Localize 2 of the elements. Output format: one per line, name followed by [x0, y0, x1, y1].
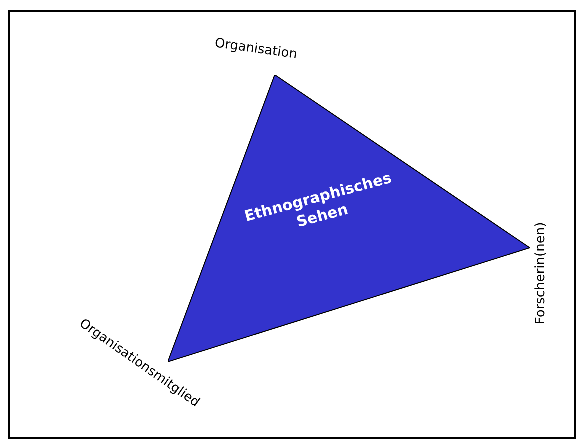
vertex-label: Organisation: [214, 36, 298, 62]
vertex-label: Forscherin(nen): [534, 222, 549, 325]
